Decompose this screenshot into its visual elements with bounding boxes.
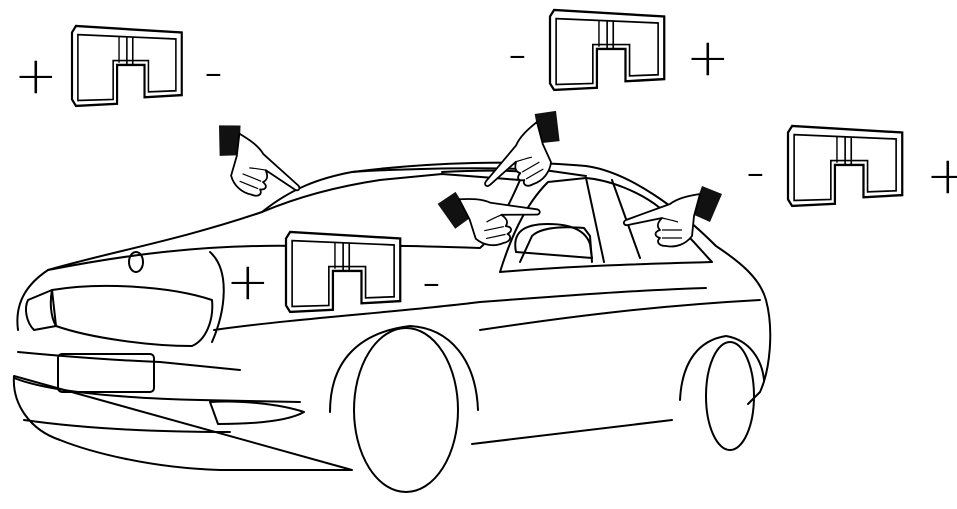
- plus-sign: +: [14, 50, 58, 102]
- minus-sign: -: [422, 256, 441, 308]
- antenna-top-left: [72, 26, 182, 106]
- pointing-hand-icon: [199, 118, 313, 211]
- antenna-windshield: [286, 232, 400, 312]
- plus-sign: +: [926, 150, 957, 202]
- antenna-top-center: [550, 10, 664, 90]
- minus-sign: -: [746, 146, 765, 198]
- pointing-hand-icon: [467, 104, 582, 205]
- minus-sign: -: [508, 28, 527, 80]
- plus-sign: +: [226, 256, 270, 308]
- antenna-right: [788, 126, 902, 206]
- plus-sign: +: [686, 32, 730, 84]
- minus-sign: -: [204, 46, 223, 98]
